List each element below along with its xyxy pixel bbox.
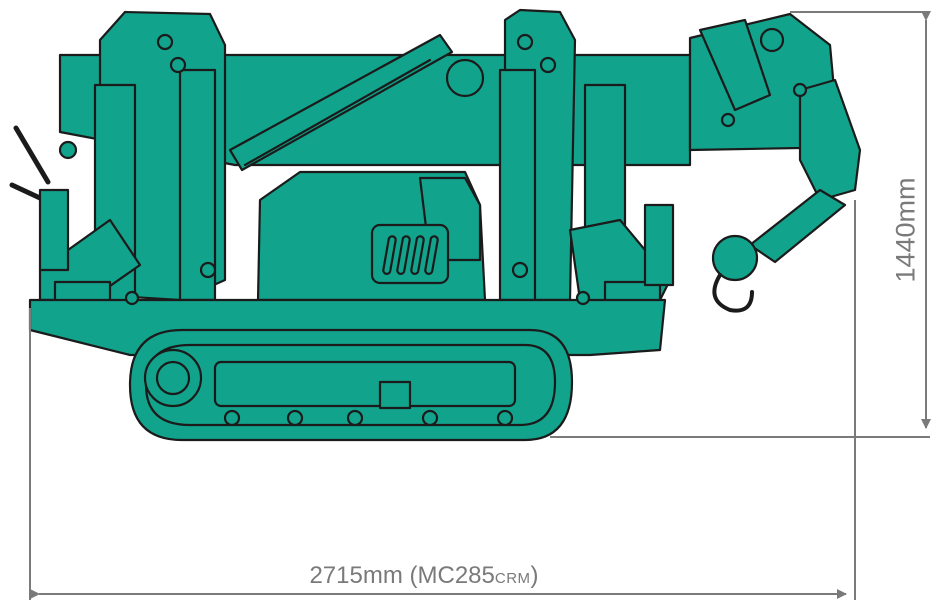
- winch-drum: [445, 58, 485, 98]
- width-model-prefix: (MC285: [402, 562, 495, 589]
- left-outrigger-arm: [38, 218, 142, 302]
- luffing-cylinder: [228, 33, 454, 172]
- hook-sheave: [711, 234, 759, 282]
- jib-bracket: [698, 18, 772, 112]
- hook-jib: [798, 78, 862, 202]
- width-dimension-label: 2715mm (MC285CRM): [309, 562, 538, 590]
- height-value: 1440mm: [890, 177, 921, 283]
- track-rollers: [223, 409, 514, 427]
- width-dimension: [29, 200, 856, 600]
- track-frame: [213, 360, 517, 408]
- height-dimension-label: 1440mm: [891, 177, 922, 282]
- hook: [712, 273, 754, 313]
- width-value: 2715mm: [309, 562, 403, 589]
- height-dimension: [550, 11, 931, 438]
- hook-arm: [748, 188, 847, 264]
- luffing-rod: [243, 58, 432, 167]
- vent-grille: [370, 223, 450, 285]
- left-outrigger-leg-inner: [178, 68, 217, 302]
- drive-sprocket-hub: [155, 360, 191, 396]
- track-cover-plate: [378, 380, 412, 410]
- width-model-suffix: CRM: [494, 570, 531, 587]
- left-control-box: [38, 188, 70, 272]
- vent-slots: [382, 235, 439, 275]
- pivot-pins: [58, 27, 808, 306]
- width-model-close: ): [530, 562, 539, 589]
- right-outrigger-post: [643, 203, 675, 287]
